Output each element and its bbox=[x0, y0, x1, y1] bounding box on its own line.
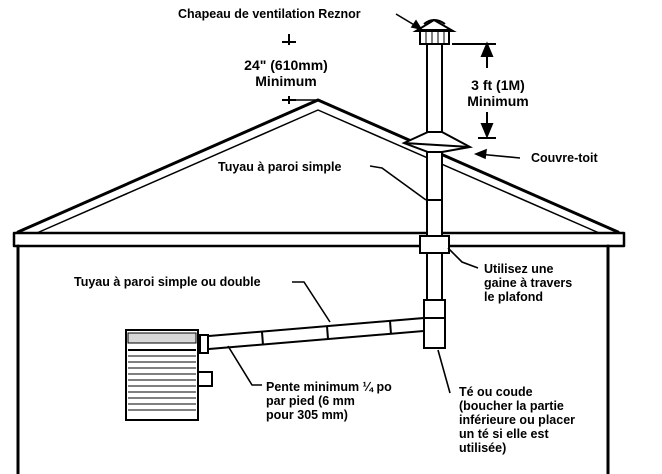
clearance-24in-line2: Minimum bbox=[255, 72, 317, 89]
unit-heater bbox=[125, 329, 213, 421]
clearance-3ft-line1: 3 ft (1M) bbox=[471, 77, 525, 93]
dimension-3ft bbox=[452, 41, 496, 139]
clearance-24in-line1: 24" (610mm) bbox=[244, 57, 328, 73]
slope-label: Pente minimum ¼ po par pied (6 mm pour 3… bbox=[266, 380, 392, 422]
vent-cap-drawing bbox=[412, 18, 457, 45]
vent-cap-label: Chapeau de ventilation Reznor bbox=[178, 7, 361, 21]
single-wall-pipe-label: Tuyau à paroi simple bbox=[218, 160, 342, 174]
ceiling-joist bbox=[12, 231, 626, 248]
horizontal-connector bbox=[196, 316, 425, 352]
clearance-24in-label: 24" (610mm) Minimum bbox=[226, 57, 346, 89]
leader-lines bbox=[227, 13, 521, 394]
tee-line3: inférieure ou placer bbox=[459, 413, 576, 427]
slope-line2: par pied (6 mm bbox=[266, 394, 355, 408]
tee-line4: un té si elle est bbox=[459, 427, 549, 441]
slope-line3: pour 305 mm) bbox=[266, 408, 348, 422]
ceiling-thimble bbox=[419, 235, 450, 254]
ceiling-thimble-line1: Utilisez une bbox=[484, 262, 554, 276]
tee-line2: (boucher la partie bbox=[459, 399, 564, 413]
roof-underside bbox=[29, 109, 607, 237]
roof-flashing-label: Couvre-toit bbox=[531, 151, 598, 165]
tee-line1: Té ou coude bbox=[459, 385, 533, 399]
clearance-3ft-line2: Minimum bbox=[467, 92, 529, 109]
ceiling-thimble-label: Utilisez une gaine à travers le plafond bbox=[484, 262, 572, 304]
clearance-3ft-label: 3 ft (1M) Minimum bbox=[448, 77, 548, 109]
tee-line5: utilisée) bbox=[459, 441, 507, 455]
roof-flashing-drawing bbox=[401, 131, 474, 153]
tee-elbow-label: Té ou coude (boucher la partie inférieur… bbox=[459, 385, 575, 455]
slope-line1: Pente minimum ¼ po bbox=[266, 380, 392, 394]
tee-fitting bbox=[423, 299, 446, 349]
dimension-24in bbox=[282, 34, 318, 104]
ceiling-thimble-line2: gaine à travers bbox=[484, 276, 573, 290]
single-or-double-pipe-label: Tuyau à paroi simple ou double bbox=[74, 275, 261, 289]
ceiling-thimble-line3: le plafond bbox=[484, 290, 544, 304]
